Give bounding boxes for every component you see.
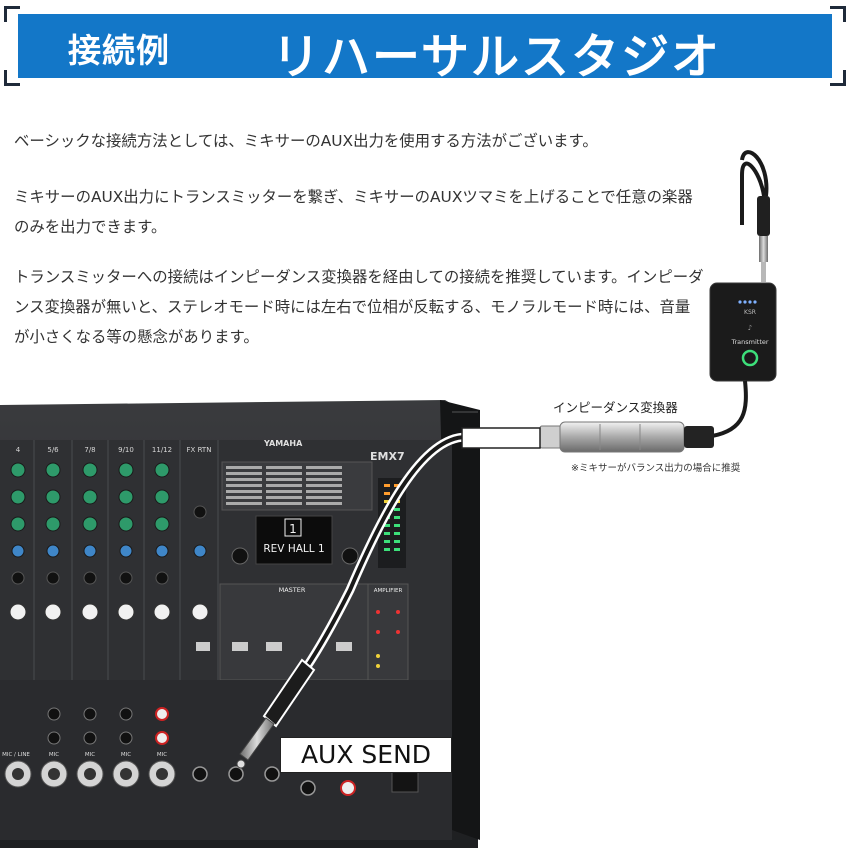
svg-text:♪: ♪ (748, 324, 752, 332)
channel-label-9-10: 9/10 (118, 446, 134, 454)
aux-cable (236, 427, 541, 769)
mini-plug-sleeve (759, 236, 768, 262)
impedance-converter-label: インピーダンス変換器 (553, 400, 678, 415)
ts-plug-body (262, 658, 316, 728)
corner-bracket-bottom-right (830, 70, 846, 86)
mixer: 4 5/6 7/8 9/10 11/12 FX RTN (0, 400, 480, 848)
channel-label-5-6: 5/6 (47, 446, 59, 454)
transmitter-assembly: KSR ♪ Transmitter (709, 150, 777, 438)
fx-display-number: 1 (289, 522, 297, 536)
banner-title: リハーサルスタジオ (272, 29, 722, 85)
aux-send-label: AUX SEND (280, 737, 452, 773)
channel-label-4: 4 (16, 446, 21, 454)
input-label-3: MIC (85, 752, 95, 758)
banner-label: 接続例 (68, 31, 170, 70)
header-banner: 接続例 リハーサルスタジオ (0, 0, 850, 90)
input-label-1: MIC / LINE (2, 752, 30, 758)
transmitter-top-cable (740, 161, 766, 225)
banner-background (18, 14, 832, 78)
section-master: MASTER (279, 586, 306, 594)
channel-label-fx-rtn: FX RTN (187, 446, 212, 454)
transmitter-output-cable (711, 380, 748, 438)
fx-display (255, 515, 333, 565)
section-amplifier: AMPLIFIER (374, 588, 403, 594)
input-label-4: MIC (121, 752, 131, 758)
mixer-brand: YAMAHA (263, 439, 303, 448)
xlr-inputs (4, 760, 176, 788)
ts-plug-sleeve (239, 717, 275, 761)
paragraph-impedance: トランスミッターへの接続はインピーダンス変換器を経由しての接続を推奨しています。… (14, 268, 704, 346)
transmitter-power-ring (741, 349, 759, 367)
channel-label-7-8: 7/8 (84, 446, 95, 454)
xlr-body (559, 421, 685, 453)
corner-bracket-bottom-left (4, 70, 20, 86)
transmitter-label: Transmitter (730, 338, 768, 346)
paragraph-intro: ベーシックな接続方法としては、ミキサーのAUX出力を使用する方法がございます。 (14, 132, 598, 150)
input-label-5: MIC (157, 752, 167, 758)
corner-bracket-top-right (830, 6, 846, 22)
impedance-converter-note: ※ミキサーがバランス出力の場合に推奨 (571, 463, 741, 474)
channel-label-11-12: 11/12 (152, 446, 172, 454)
transmitter-body (709, 282, 777, 382)
paragraph-aux-output: ミキサーのAUX出力にトランスミッターを繋ぎ、ミキサーのAUXツマミを上げること… (14, 188, 693, 236)
mini-plug-boot (757, 196, 770, 236)
input-label-2: MIC (49, 752, 59, 758)
transmitter-brand: KSR (744, 309, 756, 316)
fx-display-program: REV HALL 1 (263, 543, 324, 555)
corner-bracket-top-left (4, 6, 20, 22)
mixer-model: EMX7 (370, 450, 405, 463)
